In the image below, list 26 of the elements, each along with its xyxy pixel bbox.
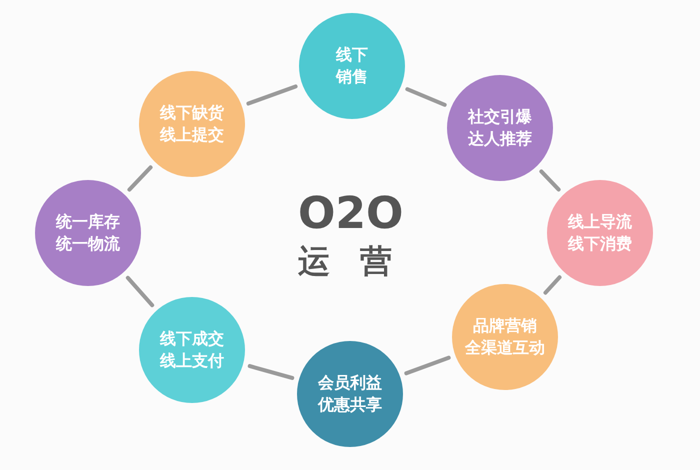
node-text: 线上导流 <box>568 211 632 233</box>
node-text: 线下消费 <box>568 233 632 255</box>
node-text: 线上提交 <box>160 124 224 146</box>
connector-line <box>404 356 451 376</box>
node-text: 线下成交 <box>160 328 224 350</box>
node-text: 会员利益 <box>318 372 382 394</box>
center-title: O2O <box>298 188 404 239</box>
node-text: 优惠共享 <box>318 394 382 416</box>
node-text: 全渠道互动 <box>465 337 545 359</box>
connector-line <box>539 169 561 192</box>
node-text: 线下 <box>336 44 368 66</box>
connector-line <box>127 165 153 192</box>
node-text: 销售 <box>336 66 368 88</box>
connector-line <box>543 275 562 295</box>
center-subtitle: 运营 <box>298 241 422 282</box>
node-text: 社交引爆 <box>468 106 532 128</box>
connector-line <box>246 84 298 106</box>
node-text: 线上支付 <box>160 350 224 372</box>
node-text: 统一物流 <box>56 233 120 255</box>
connector-line <box>405 87 447 107</box>
connector-line <box>248 364 294 380</box>
node-text: 品牌营销 <box>473 315 537 337</box>
node-text: 统一库存 <box>56 211 120 233</box>
node-text: 达人推荐 <box>468 128 532 150</box>
node-text: 线下缺货 <box>160 102 224 124</box>
connector-line <box>126 276 154 308</box>
